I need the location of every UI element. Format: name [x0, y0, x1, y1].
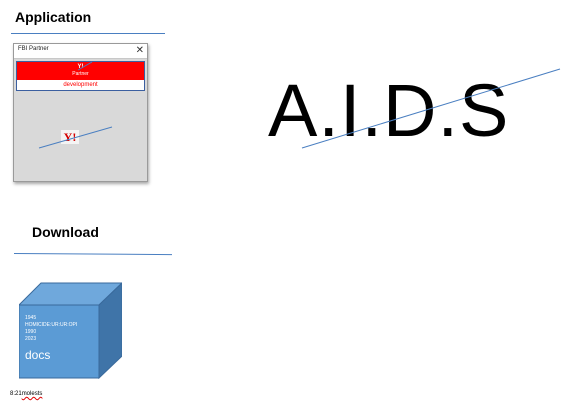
cube-line: 2023	[25, 336, 37, 342]
footer-time: 8:21	[10, 391, 22, 397]
main-title: A.I.D.S	[268, 69, 510, 152]
banner-development-text: development	[17, 80, 144, 90]
cube-front-face	[19, 304, 100, 379]
cube-line: HOMICIDE:UR:UR:OPI	[25, 322, 78, 328]
banner-partner-text: Partner	[72, 71, 89, 77]
cube-line: 1990	[25, 329, 37, 335]
footer-note: 8:21molests	[10, 391, 42, 397]
dialog-title: FBI Partner	[18, 46, 49, 52]
cube-line: 1945	[25, 315, 37, 321]
download-heading: Download	[32, 224, 99, 240]
application-heading: Application	[15, 9, 92, 25]
cube-text-lines: 1945 HOMICIDE:UR:UR:OPI 1990 2023	[25, 315, 77, 343]
yahoo-center-logo: Y!	[61, 130, 79, 144]
footer-note-text: molests	[21, 391, 43, 397]
partner-banner: Y! Partner development	[16, 61, 145, 91]
yahoo-logo: Y!	[77, 64, 84, 70]
close-icon[interactable]: ✕	[135, 45, 144, 56]
cube-shape	[19, 282, 122, 379]
download-underline	[13, 253, 172, 256]
application-underline	[11, 33, 165, 34]
dialog-titlebar[interactable]: FBI Partner ✕	[14, 44, 147, 59]
docs-cube[interactable]: 1945 HOMICIDE:UR:UR:OPI 1990 2023 docs	[19, 282, 122, 379]
cube-docs-label: docs	[25, 348, 51, 362]
partner-dialog: FBI Partner ✕ Y! Partner development Y!	[13, 43, 148, 182]
banner-logo-area: Y! Partner	[17, 62, 144, 80]
